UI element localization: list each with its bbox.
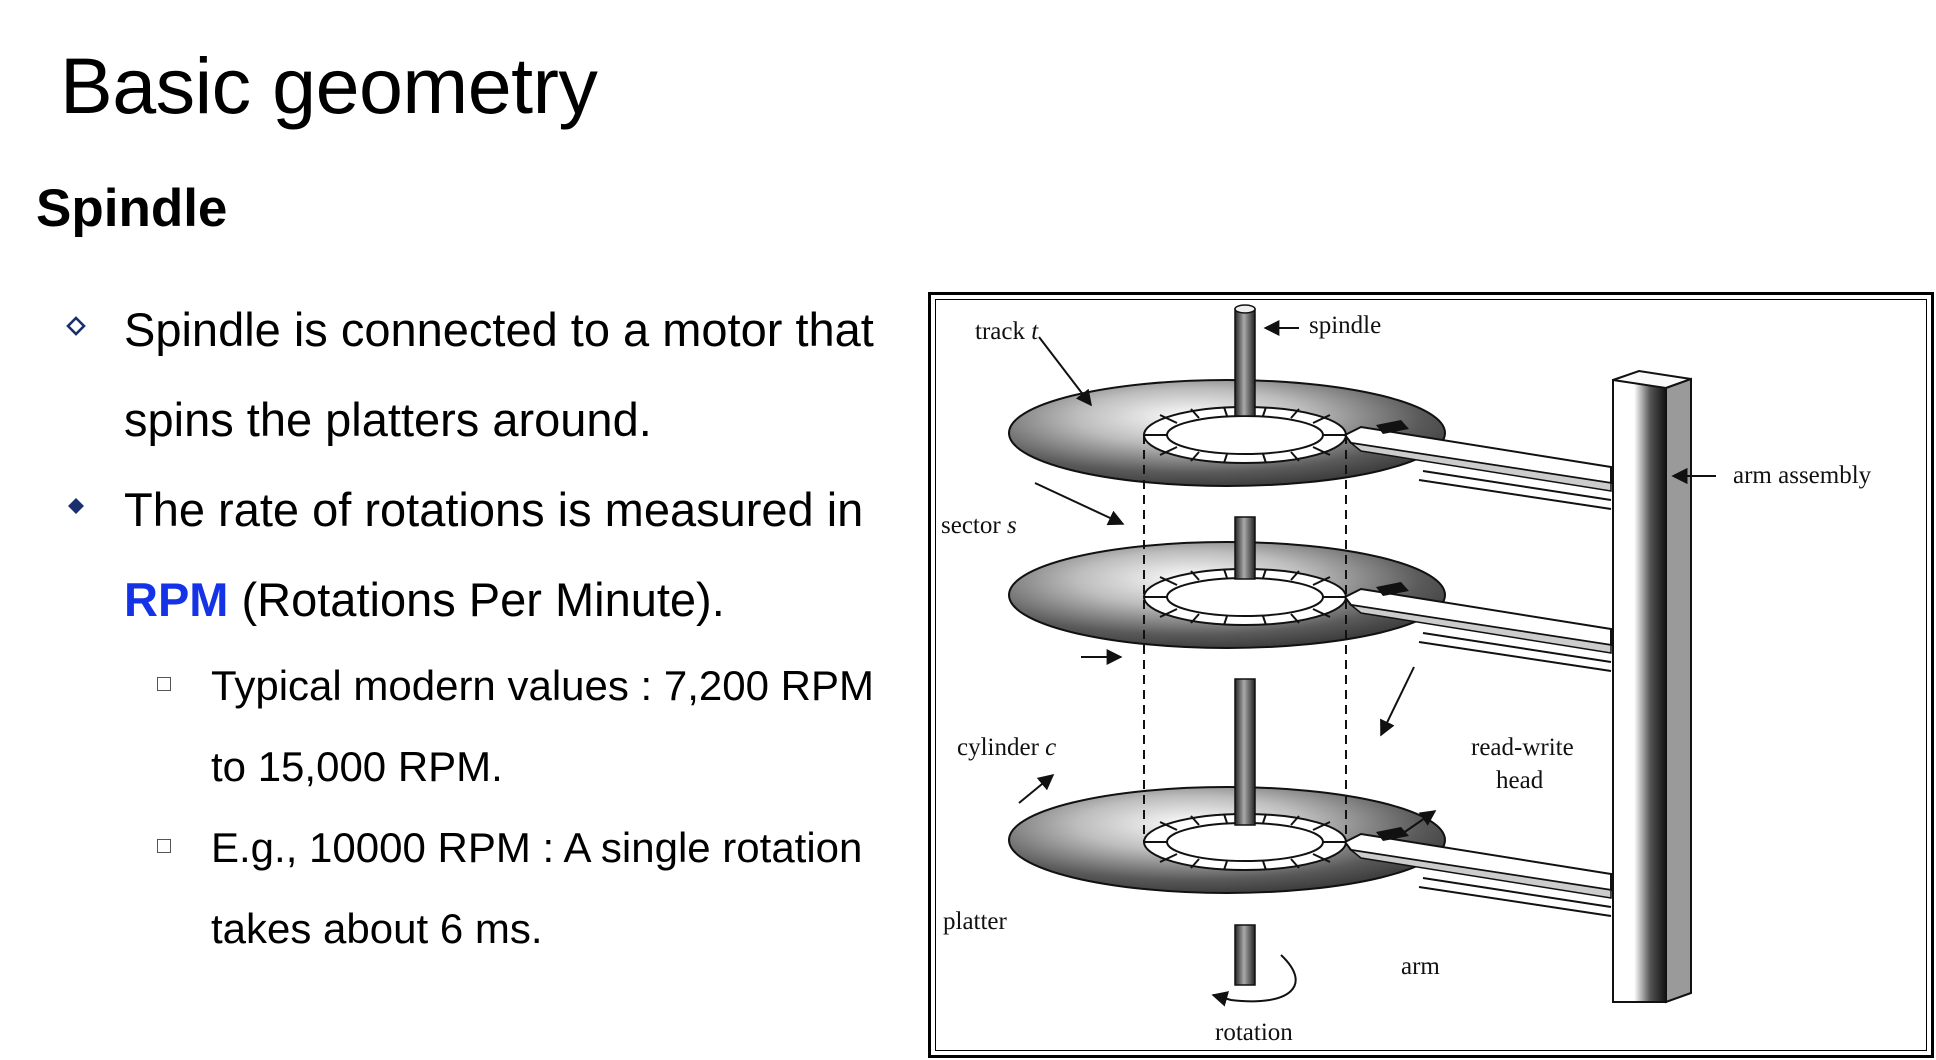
- bullet-text-line: spins the platters around.: [124, 393, 652, 446]
- bullet-text-line: Spindle is connected to a motor that: [124, 303, 874, 356]
- bullet-item: Spindle is connected to a motor that spi…: [0, 285, 930, 465]
- label-arm: arm: [1401, 953, 1440, 980]
- bullet-text-line: The rate of rotations is measured in: [124, 483, 864, 536]
- hollow-square-icon: [157, 677, 171, 691]
- label-rotation: rotation: [1215, 1019, 1293, 1046]
- bullet-text-rest: (Rotations Per Minute).: [228, 573, 725, 626]
- hollow-square-icon: [157, 839, 171, 853]
- rpm-highlight: RPM: [124, 573, 229, 626]
- label-sector: sector s: [941, 512, 1017, 539]
- cylinder-outline: [1143, 435, 1347, 842]
- label-arm-assembly: arm assembly: [1733, 462, 1872, 489]
- label-read-write: read-write: [1471, 734, 1574, 761]
- label-cylinder: cylinder c: [957, 734, 1056, 761]
- arm-assembly-column: [1612, 369, 1692, 1004]
- section-heading: Spindle: [36, 179, 228, 238]
- sub-bullet-text-line: E.g., 10000 RPM : A single rotation: [211, 824, 863, 871]
- spindle-shaft: [1234, 304, 1256, 986]
- platter-3: [1008, 786, 1612, 917]
- disk-geometry-figure: track t spindle arm assembly sector s cy…: [928, 292, 1934, 1058]
- platter-2: [1008, 541, 1612, 672]
- label-platter: platter: [943, 908, 1008, 935]
- platter-1: [1008, 379, 1612, 510]
- label-track: track t: [975, 318, 1039, 345]
- label-spindle: spindle: [1309, 312, 1381, 339]
- disk-diagram: track t spindle arm assembly sector s cy…: [941, 304, 1872, 1046]
- hollow-diamond-icon: [66, 316, 86, 336]
- bullet-list: Spindle is connected to a motor that spi…: [0, 285, 930, 969]
- figure-inner-border: [935, 299, 1927, 1051]
- sub-bullet-item: E.g., 10000 RPM : A single rotation take…: [0, 807, 930, 969]
- sub-bullet-text-line: takes about 6 ms.: [211, 905, 543, 952]
- bullet-text-line: RPM (Rotations Per Minute).: [124, 555, 930, 645]
- slide-title: Basic geometry: [60, 41, 598, 130]
- sub-bullet-text-line: to 15,000 RPM.: [211, 743, 503, 790]
- sub-bullet-text-line: Typical modern values : 7,200 RPM: [211, 662, 874, 709]
- sub-bullet-item: Typical modern values : 7,200 RPM to 15,…: [0, 645, 930, 807]
- solid-diamond-icon: [66, 496, 86, 516]
- rotation-arrow: [1211, 954, 1297, 1007]
- label-arrows: [1018, 320, 1716, 837]
- bullet-item: The rate of rotations is measured in RPM…: [0, 465, 930, 645]
- label-head: head: [1496, 767, 1544, 794]
